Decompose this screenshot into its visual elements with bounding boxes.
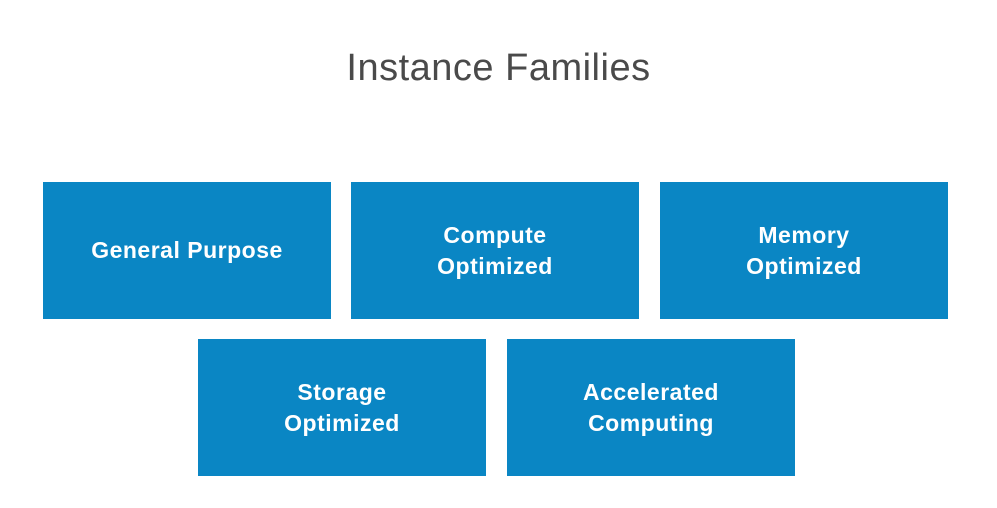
family-label: Compute Optimized xyxy=(437,221,553,279)
family-box-compute-optimized: Compute Optimized xyxy=(351,182,639,319)
family-box-storage-optimized: Storage Optimized xyxy=(198,339,486,476)
family-label: Storage Optimized xyxy=(284,378,400,436)
family-label: Accelerated Computing xyxy=(583,378,719,436)
diagram-title: Instance Families xyxy=(346,47,651,89)
family-label: General Purpose xyxy=(91,237,283,263)
family-box-general-purpose: General Purpose xyxy=(43,182,331,319)
family-box-memory-optimized: Memory Optimized xyxy=(660,182,948,319)
family-label: Memory Optimized xyxy=(746,221,862,279)
family-box-accelerated-computing: Accelerated Computing xyxy=(507,339,795,476)
